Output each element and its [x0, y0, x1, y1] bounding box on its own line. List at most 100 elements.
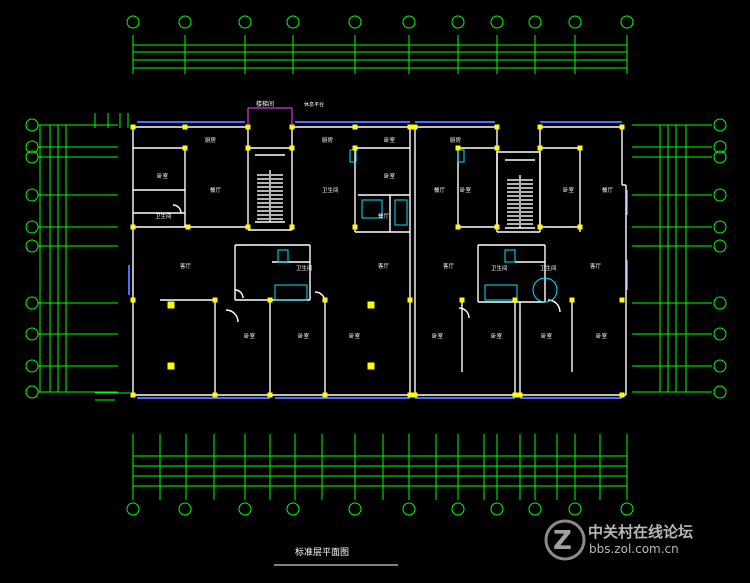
column	[537, 124, 543, 130]
axis-bubble-bottom	[620, 502, 634, 516]
door-swing	[225, 309, 239, 323]
axis-bubble-bottom	[402, 502, 416, 516]
axis-bubble-right	[713, 220, 727, 234]
room-label-bedroom-2: 卧室	[244, 332, 256, 340]
column	[412, 392, 418, 398]
axis-bubble-top	[451, 15, 465, 29]
room-label-bedroom-6: 卧室	[432, 332, 444, 340]
drawing-title-text: 标准层平面图	[295, 546, 349, 558]
column	[494, 145, 500, 151]
room-label-bedroom-9: 卧室	[541, 332, 553, 340]
room-label-bedroom-7: 卧室	[460, 186, 472, 194]
door-swing	[234, 289, 244, 299]
column-large	[367, 301, 375, 309]
column	[619, 297, 625, 303]
axis-bubble-right	[713, 296, 727, 310]
axis-bubble-right	[713, 140, 727, 154]
column	[619, 392, 625, 398]
axis-bubble-right	[713, 359, 727, 373]
column-large	[367, 362, 375, 370]
door-swing	[172, 204, 182, 214]
axis-bubble-bottom	[451, 502, 465, 516]
axis-bubble-bottom	[178, 502, 192, 516]
room-label-living-4: 客厅	[590, 262, 602, 270]
axis-bubble-bottom	[286, 502, 300, 516]
column	[517, 392, 523, 398]
room-label-bedroom-12: 卧室	[384, 136, 396, 144]
room-label-dining-1: 餐厅	[210, 186, 222, 194]
axis-bubble-top	[528, 15, 542, 29]
column	[182, 124, 188, 130]
axis-bubble-top	[490, 15, 504, 29]
axis-bubble-right	[713, 385, 727, 399]
column	[130, 297, 136, 303]
column	[289, 124, 295, 130]
window-openings	[128, 121, 628, 399]
axis-bubble-left	[25, 359, 39, 373]
room-label-living-1: 客厅	[180, 262, 192, 270]
column	[455, 145, 461, 151]
axis-bubble-bottom	[528, 502, 542, 516]
sanitary-fixture	[394, 199, 408, 226]
room-label-kitchen-2: 厨房	[322, 136, 334, 144]
column-large	[167, 301, 175, 309]
axis-bubble-left	[25, 327, 39, 341]
room-labels: 厨房餐厅卧室卫生间客厅卧室卧室卫生间厨房卧室餐厅卫生间客厅卧室卧室餐厅卧室客厅卧…	[155, 136, 614, 340]
axis-bubble-right	[713, 327, 727, 341]
fixture-round	[532, 277, 558, 303]
column	[577, 145, 583, 151]
axis-bubble-bottom	[238, 502, 252, 516]
svg-text:Z: Z	[553, 526, 572, 556]
sanitary-fixture	[457, 149, 465, 163]
column	[289, 145, 295, 151]
column	[212, 392, 218, 398]
column	[407, 297, 413, 303]
column	[512, 392, 518, 398]
drawing-title: 标准层平面图	[274, 546, 398, 566]
column	[412, 124, 418, 130]
column	[352, 124, 358, 130]
column	[352, 224, 358, 230]
column	[322, 392, 328, 398]
axis-bubble-top	[126, 15, 140, 29]
room-label-dining-3: 餐厅	[434, 186, 446, 194]
column	[130, 224, 136, 230]
annotation-stair: 楼梯间	[256, 100, 274, 108]
axis-bubble-right	[713, 239, 727, 253]
room-label-bedroom-1: 卧室	[157, 172, 169, 180]
column	[494, 124, 500, 130]
room-label-dining-4: 餐厅	[602, 186, 614, 194]
room-label-bath-4: 卫生间	[491, 264, 508, 272]
axis-bubble-left	[25, 239, 39, 253]
room-label-kitchen-1: 厨房	[205, 136, 217, 144]
room-label-kitchen-3: 厨房	[450, 136, 462, 144]
room-label-bedroom-4: 卧室	[384, 172, 396, 180]
column	[130, 392, 136, 398]
axis-bubble-left	[25, 188, 39, 202]
door-swing	[547, 299, 561, 313]
axis-bubble-top	[568, 15, 582, 29]
site-watermark: Z 中关村在线论坛 bbs.zol.com.cn	[544, 519, 693, 561]
column	[245, 145, 251, 151]
axis-bubble-bottom	[126, 502, 140, 516]
axis-bubble-right	[713, 150, 727, 164]
room-label-bath-3: 卫生间	[322, 186, 339, 194]
sanitary-fixture	[504, 249, 516, 263]
axis-bubble-left	[25, 220, 39, 234]
column	[212, 297, 218, 303]
column	[512, 297, 518, 303]
axis-bubbles	[25, 15, 727, 516]
column	[537, 145, 543, 151]
column	[130, 124, 136, 130]
room-label-dining-2: 餐厅	[378, 212, 390, 220]
axis-bubble-left	[25, 385, 39, 399]
axis-bubble-top	[402, 15, 416, 29]
column	[245, 124, 251, 130]
axis-bubble-left	[25, 118, 39, 132]
column	[407, 392, 413, 398]
stair-annotation: 楼梯间 休息平台	[247, 100, 324, 126]
watermark-brand: 中关村在线论坛	[588, 523, 693, 541]
room-label-bath-2: 卫生间	[296, 264, 313, 272]
room-label-living-3: 客厅	[443, 262, 455, 270]
